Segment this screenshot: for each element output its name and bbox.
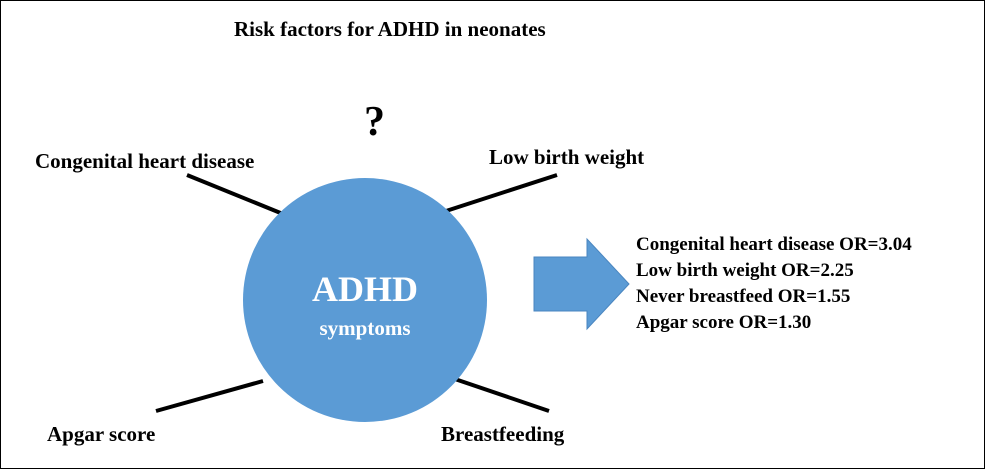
center-title: ADHD xyxy=(312,269,418,309)
odds-ratio-item: Congenital heart disease OR=3.04 xyxy=(636,234,912,255)
factor-label-breastfeeding: Breastfeeding xyxy=(441,422,565,446)
center-subtitle: symptoms xyxy=(319,316,411,340)
connector-apgar-score xyxy=(155,379,264,413)
factor-label-congenital-heart-disease: Congenital heart disease xyxy=(35,149,255,173)
question-mark: ? xyxy=(364,99,385,145)
diagram-title: Risk factors for ADHD in neonates xyxy=(234,17,546,41)
connector-breastfeeding xyxy=(448,375,550,413)
factor-label-low-birth-weight: Low birth weight xyxy=(489,145,645,169)
connector-congenital-heart-disease xyxy=(186,173,284,216)
odds-ratio-list: Congenital heart disease OR=3.04 Low bir… xyxy=(636,232,912,336)
connector-low-birth-weight xyxy=(445,173,558,213)
adhd-circle xyxy=(243,178,487,422)
factor-label-apgar-score: Apgar score xyxy=(47,422,156,446)
odds-ratio-item: Low birth weight OR=2.25 xyxy=(636,260,854,281)
right-arrow xyxy=(533,237,630,331)
odds-ratio-item: Never breastfeed OR=1.55 xyxy=(636,286,851,307)
odds-ratio-item: Apgar score OR=1.30 xyxy=(636,312,812,333)
